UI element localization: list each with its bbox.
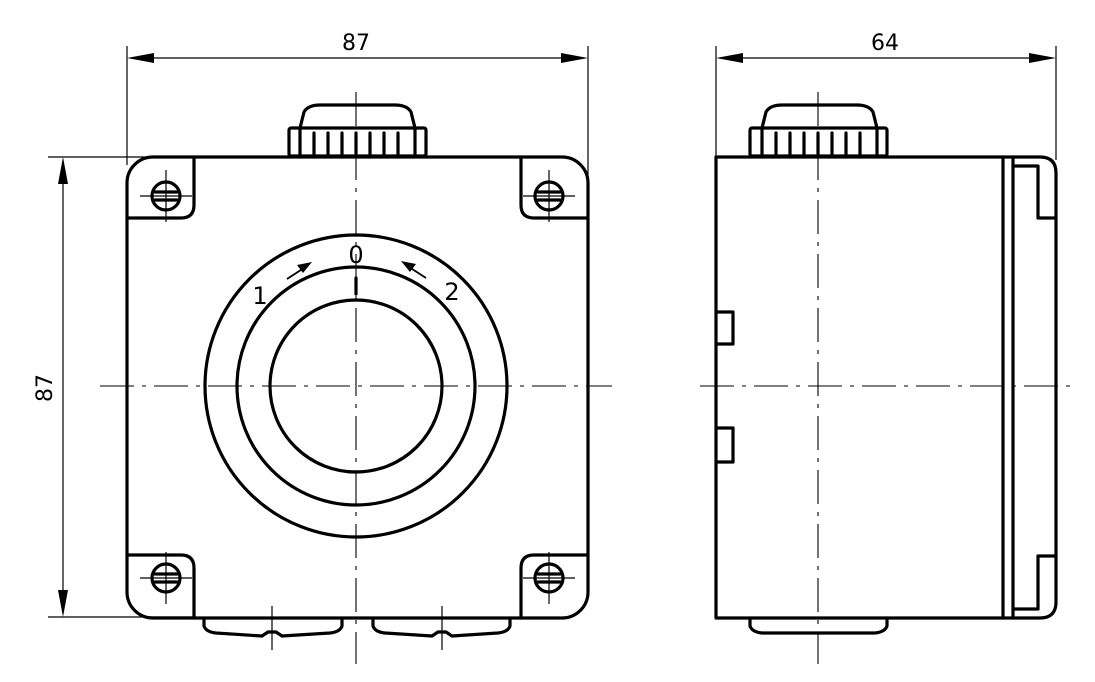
front-screw-bottom-right xyxy=(523,552,575,604)
front-housing xyxy=(125,155,590,620)
dial-position-2: 2 xyxy=(444,278,459,306)
front-height-dimension: 87 xyxy=(33,156,195,618)
side-depth-dimension: 64 xyxy=(715,31,1057,160)
front-screw-top-left xyxy=(140,170,192,222)
dial-arrow-right xyxy=(401,261,427,279)
front-screw-top-right xyxy=(523,170,575,222)
side-depth-label: 64 xyxy=(871,31,899,56)
side-housing xyxy=(714,155,1058,620)
side-view: 64 xyxy=(700,31,1072,664)
dial-arrow-left xyxy=(286,262,312,280)
dial-position-1: 1 xyxy=(252,282,267,310)
front-corner-bosses xyxy=(125,155,590,620)
front-width-dimension: 87 xyxy=(126,31,589,200)
front-width-label: 87 xyxy=(342,31,370,56)
front-height-label: 87 xyxy=(33,374,58,402)
front-top-gland xyxy=(287,103,428,158)
side-lid-tab-top xyxy=(1011,164,1058,220)
front-view: 87 87 xyxy=(33,31,612,664)
side-wall-clip xyxy=(714,310,735,464)
front-bottom-glands xyxy=(202,606,512,650)
side-lid-tab-bottom xyxy=(1011,554,1058,611)
front-screw-bottom-left xyxy=(140,552,192,604)
